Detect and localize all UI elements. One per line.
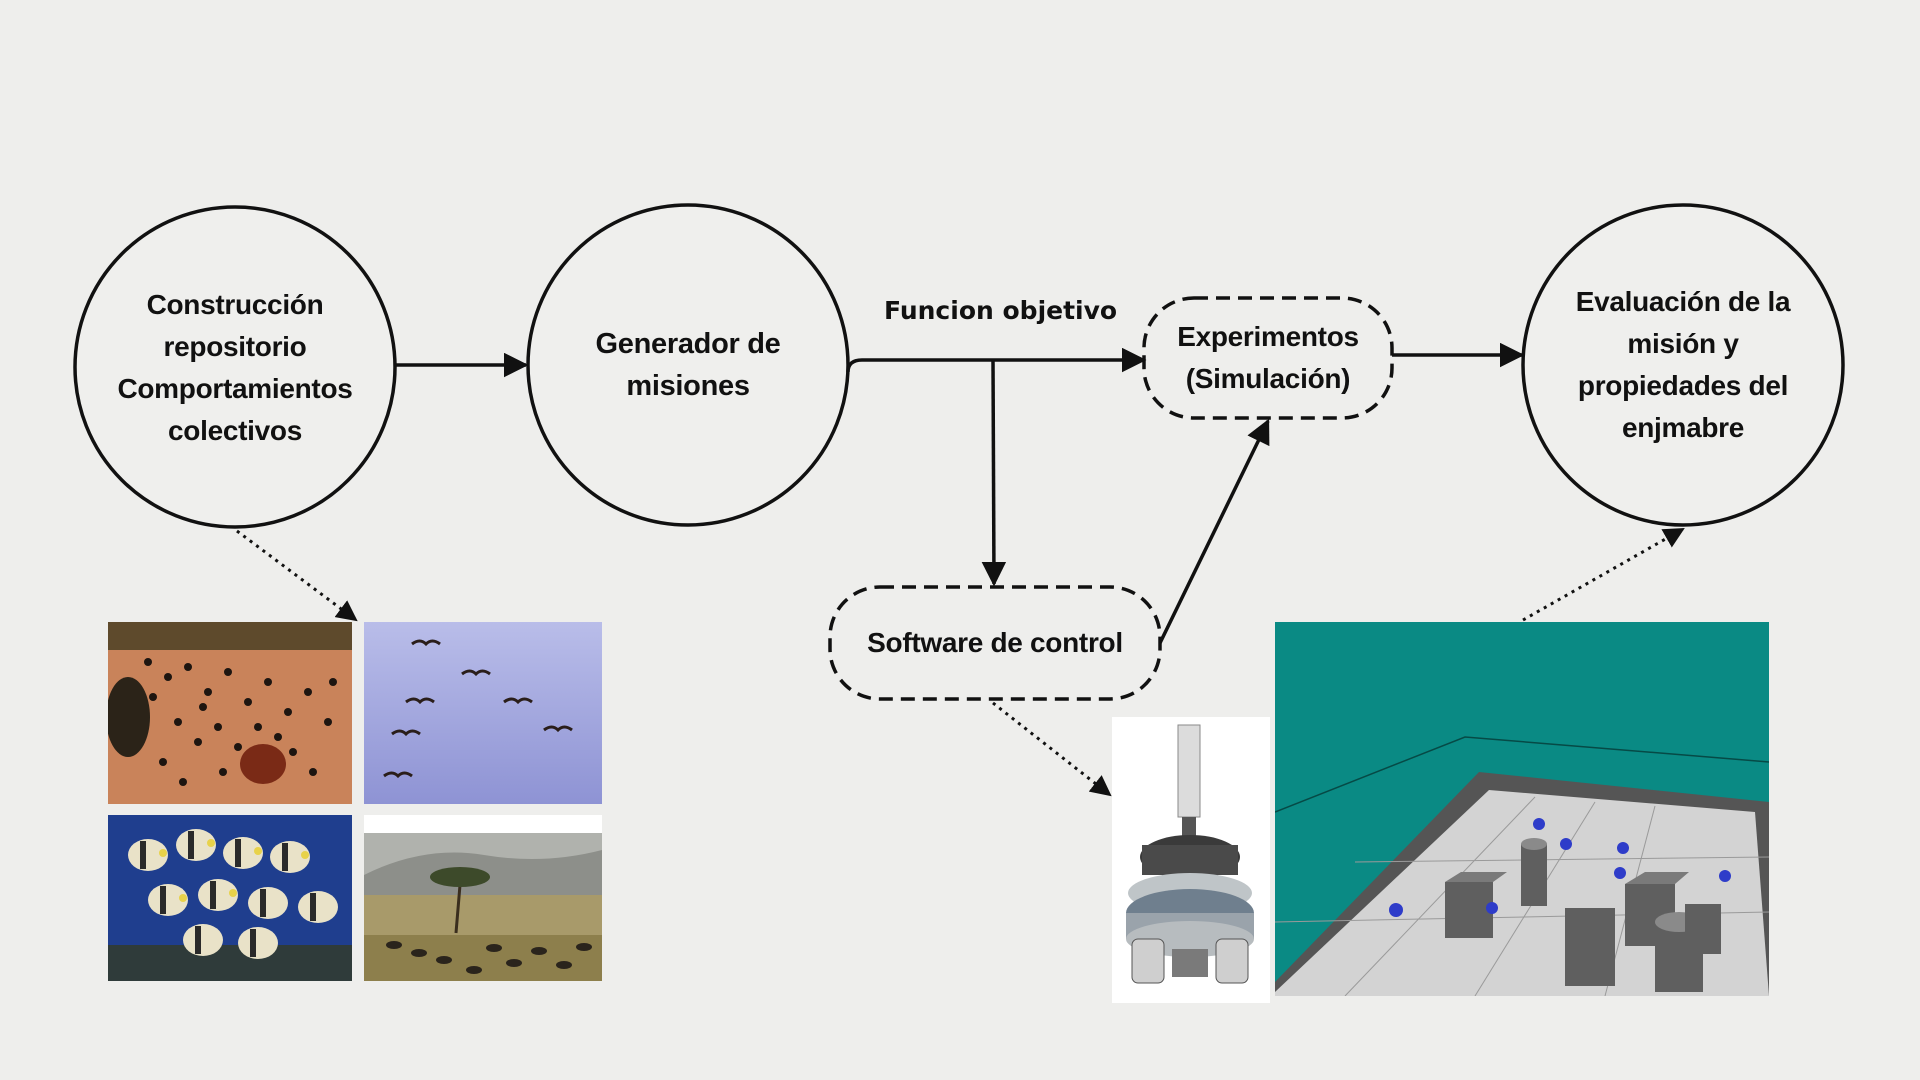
simulation-screenshot (1275, 622, 1769, 996)
software-line-1: Software de control (867, 627, 1123, 658)
evaluation-line-4: enjmabre (1621, 412, 1745, 443)
herd-photo (364, 815, 602, 981)
arrow-generator-to-experiments (846, 347, 1147, 373)
arrow-software-to-experiments (1158, 418, 1270, 644)
dotted-pointer-repository-photos (236, 529, 358, 622)
dotted-pointer-software-robot (992, 701, 1112, 797)
robot-photo (1112, 717, 1270, 1003)
repository-node-circle (73, 205, 397, 529)
fish-photo (108, 815, 352, 981)
repository-line-4: colectivos (168, 414, 302, 446)
evaluation-line-2: misión y (1627, 328, 1739, 359)
objective-function-label: Funcion objetivo (884, 296, 1118, 325)
repository-line-3: Comportamientos (117, 372, 353, 404)
generator-line-1: Generador de (595, 328, 781, 360)
birds-photo (364, 622, 602, 804)
evaluation-line-3: propiedades del (1577, 370, 1789, 401)
repository-line-2: repositorio (163, 330, 307, 362)
arrow-branch-to-software (981, 359, 1007, 587)
software-node-label: Software de control (835, 620, 1155, 666)
ants-photo (108, 622, 352, 804)
dotted-pointer-simulation-evaluation (1522, 527, 1685, 622)
generator-node-label: Generador de misiones (548, 320, 828, 410)
experiments-line-1: Experimentos (1177, 321, 1359, 352)
evaluation-line-1: Evaluación de la (1575, 286, 1791, 317)
experiments-node-label: Experimentos (Simulación) (1150, 315, 1386, 401)
evaluation-node-label: Evaluación de la misión y propiedades de… (1543, 280, 1823, 450)
experiments-line-2: (Simulación) (1185, 363, 1351, 394)
repository-line-1: Construcción (146, 288, 324, 320)
generator-line-2: misiones (626, 370, 750, 402)
repository-node-label: Construcción repositorio Comportamientos… (95, 280, 375, 455)
